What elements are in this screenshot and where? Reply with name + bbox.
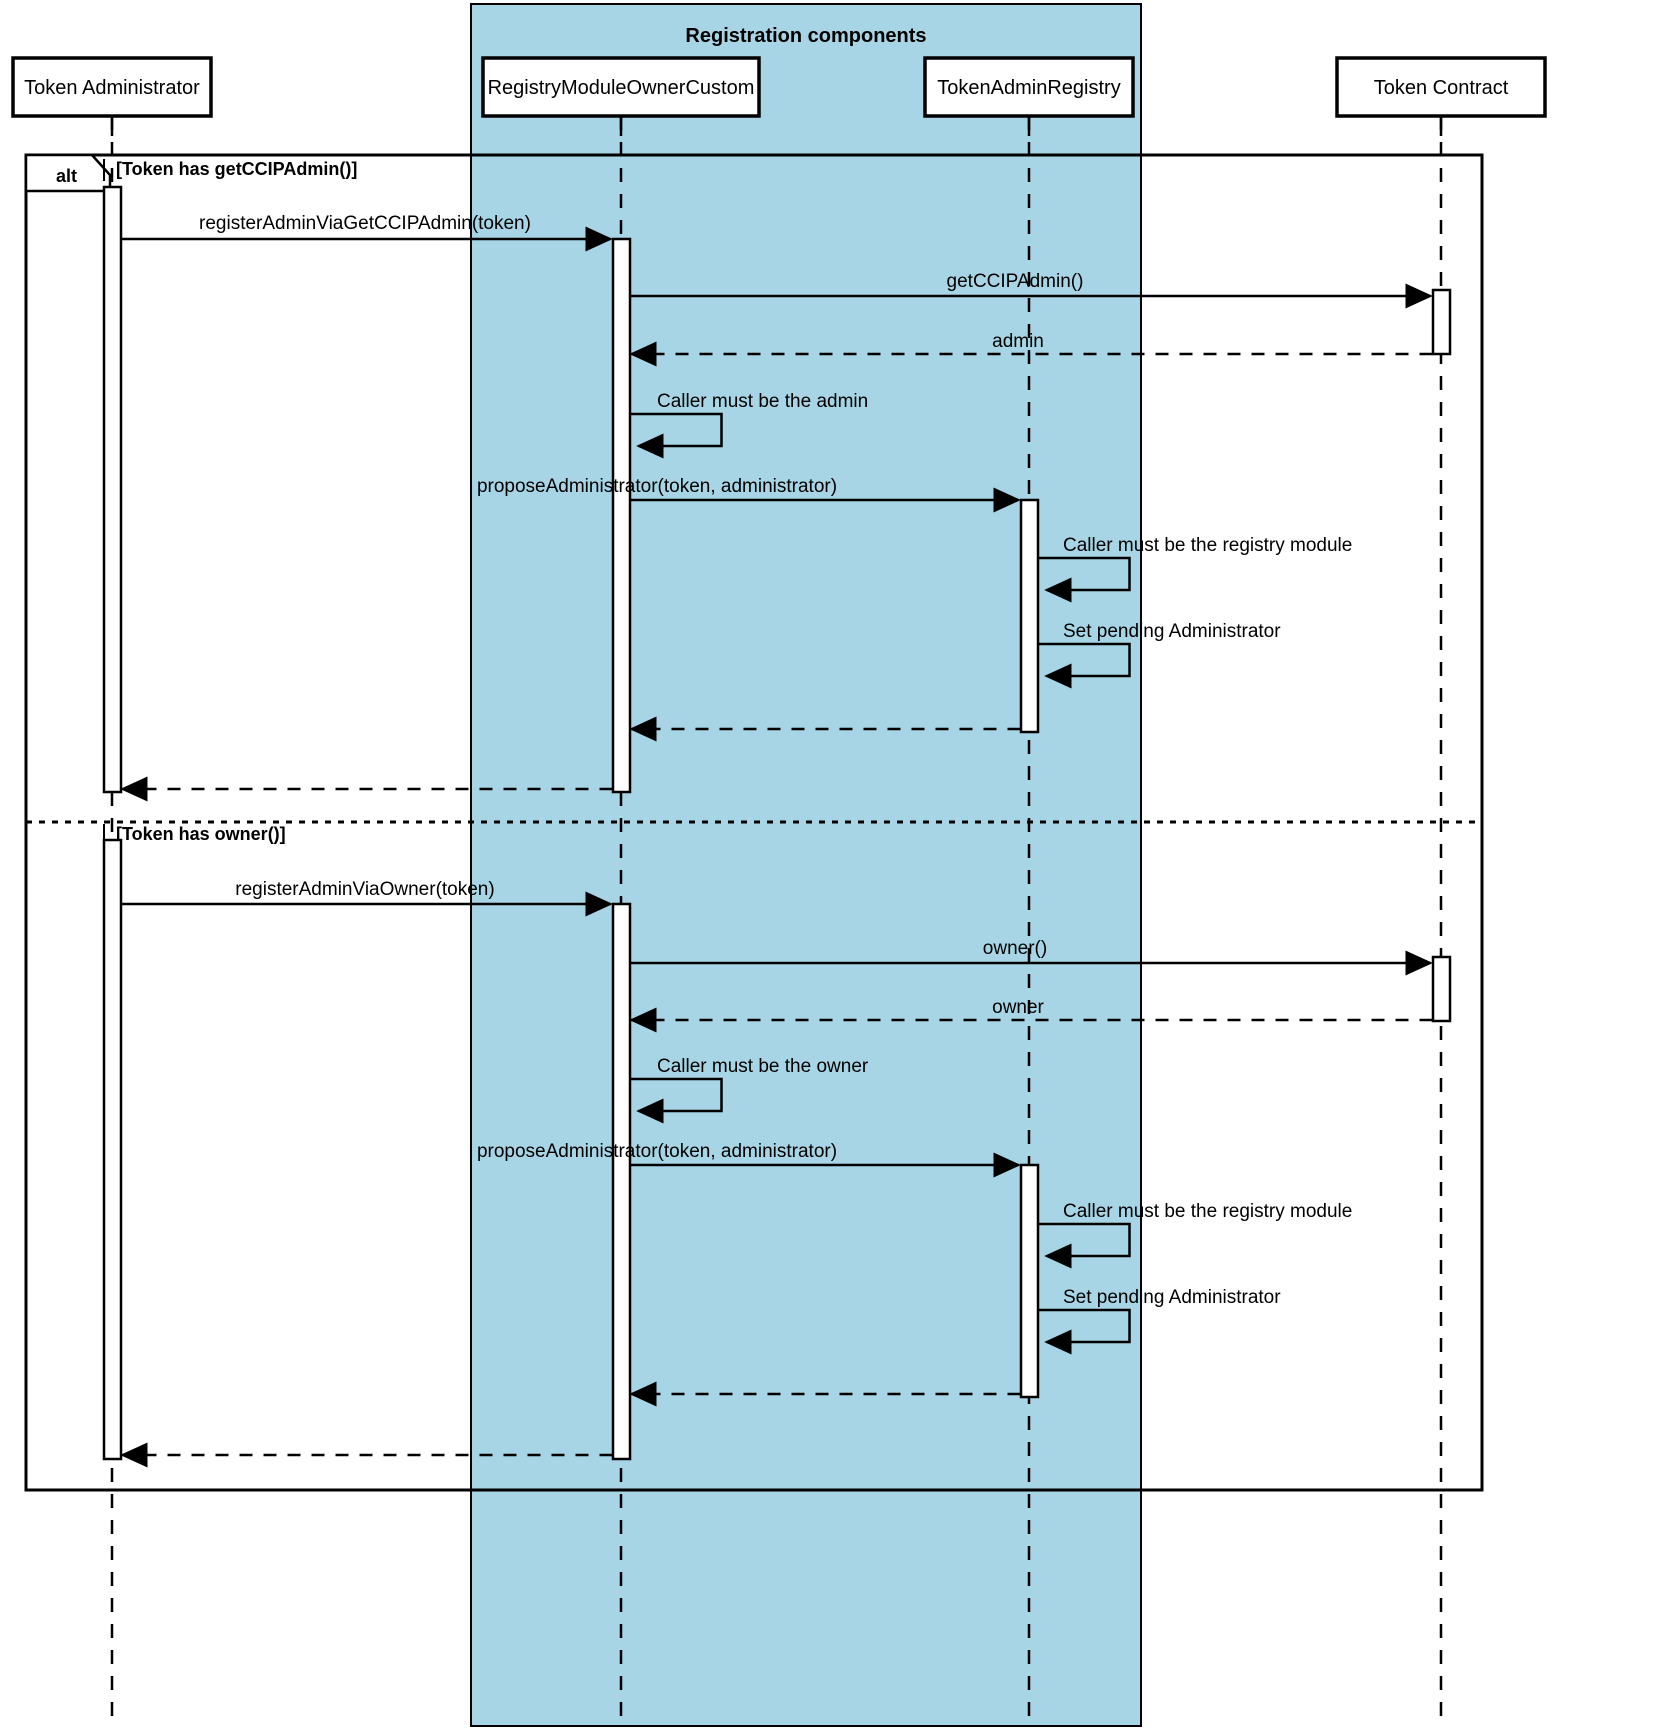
message-7-self-arrow	[1037, 642, 1131, 689]
message-13-label: Caller must be the owner	[657, 1056, 869, 1077]
message-1-label: registerAdminViaGetCCIPAdmin(token)	[199, 213, 531, 234]
alt-operator-label: alt	[56, 166, 77, 186]
activation-bar-token-7	[1431, 955, 1452, 1023]
message-5-label: proposeAdministrator(token, administrato…	[477, 476, 837, 497]
message-11-label: owner()	[983, 938, 1047, 959]
message-7-label: Set pending Administrator	[1063, 621, 1281, 642]
participant-label-tar: TokenAdminRegistry	[937, 77, 1120, 99]
message-6-self-arrow	[1037, 556, 1131, 603]
message-2-label: getCCIPAdmin()	[947, 271, 1084, 292]
activations-layer	[102, 185, 1452, 1461]
message-10-label: registerAdminViaOwner(token)	[235, 879, 494, 900]
alt-fragment: alt [Token has getCCIPAdmin()] [Token has …	[24, 153, 1484, 1492]
participant-box-token[interactable]	[1335, 56, 1547, 118]
activation-bar-token-3	[1431, 288, 1452, 356]
group-box-title: Registration components	[685, 25, 926, 47]
participant-label-registry_module: RegistryModuleOwnerCustom	[488, 77, 755, 99]
group-box-rect	[470, 3, 1142, 1727]
participant-box-registry_module[interactable]	[481, 56, 761, 118]
message-15-self-arrow	[1037, 1222, 1131, 1269]
participant-box-tar[interactable]	[923, 56, 1135, 118]
activation-bar-registry_module-1	[611, 237, 632, 794]
group-registration-components: Registration components	[470, 3, 1142, 1727]
messages-layer: registerAdminViaGetCCIPAdmin(token) getCC…	[120, 213, 1433, 1468]
message-4-self-arrow	[629, 412, 723, 459]
alt-guard-0: [Token has getCCIPAdmin()]	[116, 159, 357, 179]
activation-bar-registry_module-5	[611, 902, 632, 1461]
message-6-label: Caller must be the registry module	[1063, 535, 1352, 556]
participant-boxes-layer: Token Administrator RegistryModuleOwnerCu…	[11, 56, 1547, 136]
message-15-label: Caller must be the registry module	[1063, 1201, 1352, 1222]
activation-bar-admin-4	[102, 838, 123, 1461]
activation-bar-tar-2	[1019, 498, 1040, 734]
alt-guard-1: [Token has owner()]	[116, 824, 286, 844]
participant-label-token: Token Contract	[1374, 77, 1509, 99]
message-16-label: Set pending Administrator	[1063, 1287, 1281, 1308]
participant-box-admin[interactable]	[11, 56, 213, 118]
participant-label-admin: Token Administrator	[24, 77, 200, 99]
activation-bar-tar-6	[1019, 1163, 1040, 1399]
activation-bar-admin-0	[102, 185, 123, 794]
alt-operator-tab	[24, 153, 112, 193]
message-4-label: Caller must be the admin	[657, 391, 868, 412]
message-13-self-arrow	[629, 1077, 723, 1124]
message-16-self-arrow	[1037, 1308, 1131, 1355]
message-14-label: proposeAdministrator(token, administrato…	[477, 1141, 837, 1162]
message-12-label: owner	[992, 997, 1044, 1018]
message-3-label: admin	[992, 331, 1044, 352]
